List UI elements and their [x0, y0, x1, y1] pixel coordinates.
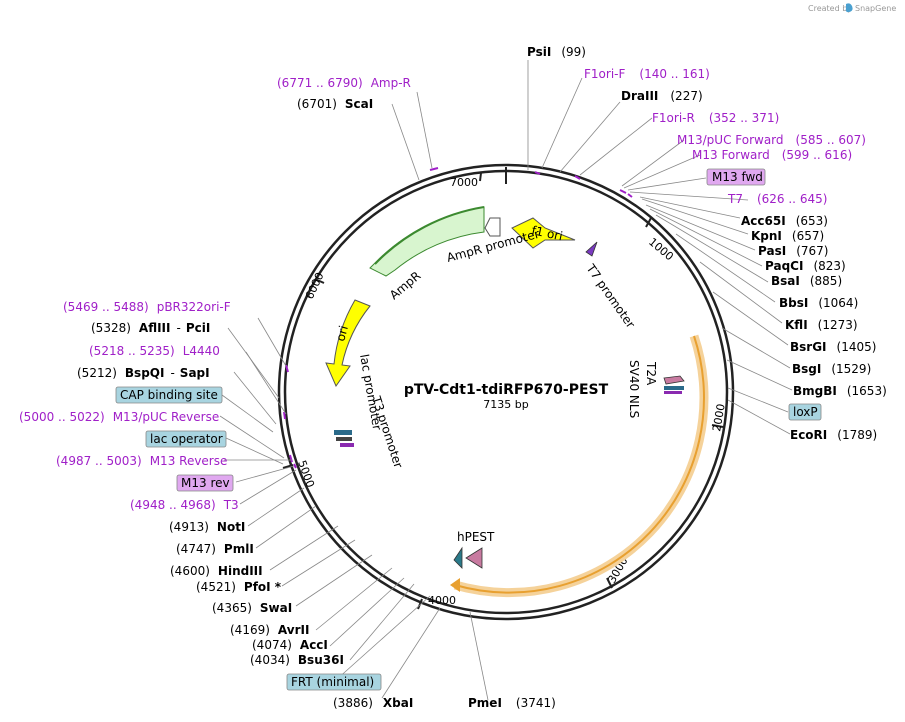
- site-bmgbi: BmgBI(1653): [793, 384, 887, 398]
- site-paqci: PaqCI(823): [765, 259, 846, 273]
- leader-lines: [219, 60, 793, 701]
- site-pmei: PmeI(3741): [468, 696, 556, 710]
- site-scai: (6701)ScaI: [297, 97, 373, 111]
- box-m13-fwd: M13 fwd: [706, 168, 766, 186]
- primer-m13-reverse: (4987 .. 5003)M13 Reverse: [56, 454, 227, 468]
- site-kfli: KflI(1273): [785, 318, 858, 332]
- t7-promoter-label: T7 promoter: [583, 261, 638, 331]
- primer-pbr322ori-f: (5469 .. 5488)pBR322ori-F: [63, 300, 231, 314]
- credit-created-by: Created by: [808, 4, 852, 13]
- t2a-label: T2A: [644, 361, 658, 386]
- box-m13-rev: M13 rev: [176, 474, 234, 492]
- sv40-nls-mark: [664, 386, 684, 390]
- site-pasi: PasI(767): [758, 244, 828, 258]
- site-acci: (4074)AccI: [252, 638, 328, 652]
- t7-promoter-arrow: [585, 241, 598, 257]
- t2a-arrow: [663, 375, 685, 385]
- sv40-nls-mark-2: [664, 391, 682, 394]
- box-cap-binding-site: CAP binding site: [115, 386, 223, 404]
- plasmid-name: pTV-Cdt1-tdiRFP670-PEST: [404, 382, 609, 398]
- svg-text:loxP: loxP: [793, 405, 818, 419]
- primer-f1ori-f: F1ori-F(140 .. 161): [584, 67, 710, 81]
- site-acc65i: Acc65I(653): [741, 214, 828, 228]
- primer-l4440: (5218 .. 5235)L4440: [89, 344, 220, 358]
- hpest-label: hPEST: [457, 530, 495, 544]
- tick-4000: 4000: [428, 594, 456, 607]
- t3-promoter-label: T3 promoter: [369, 394, 406, 470]
- ampr-promoter-arrow: [484, 217, 501, 237]
- tick-marks: [282, 167, 724, 610]
- site-bbsi: BbsI(1064): [779, 296, 858, 310]
- credit-brand: SnapGene: [855, 4, 896, 13]
- f1-ori-label: f1 ori: [530, 223, 564, 243]
- svg-text:CAP binding site: CAP binding site: [120, 388, 218, 402]
- primer-t3: (4948 .. 4968)T3: [130, 498, 239, 512]
- site-ecori: EcoRI(1789): [790, 428, 877, 442]
- lac-promoter-marks: [334, 430, 354, 447]
- site-draiii: DraIII(227): [621, 89, 703, 103]
- tick-2000: 2000: [710, 403, 728, 433]
- primer-m13-puc-forward: M13/pUC Forward(585 .. 607): [677, 133, 866, 147]
- site-kpni: KpnI(657): [751, 229, 824, 243]
- site-bsgi: BsgI(1529): [792, 362, 871, 376]
- tick-7000: 7000: [450, 176, 478, 189]
- site-hindiii: (4600)HindIII: [170, 564, 263, 578]
- primer-m13-forward: M13 Forward(599 .. 616): [692, 148, 852, 162]
- primer-f1ori-r: F1ori-R(352 .. 371): [652, 111, 779, 125]
- plasmid-size: 7135 bp: [483, 398, 528, 411]
- site-bspqi: (5212)BspQI-SapI: [77, 366, 210, 380]
- ori-arrow: [325, 299, 371, 388]
- site-bsu36i: (4034)Bsu36I: [250, 653, 344, 667]
- sv40-nls-label: SV40 NLS: [627, 360, 641, 418]
- site-bsrgi: BsrGI(1405): [790, 340, 876, 354]
- site-swai: (4365)SwaI: [212, 601, 292, 615]
- ampr-arc-line: [374, 206, 485, 265]
- site-psii: PsiI(99): [527, 45, 586, 59]
- backbone-outer: [277, 163, 735, 621]
- primer-amp-r: (6771 .. 6790)Amp-R: [277, 76, 411, 90]
- box-loxp: loxP: [788, 403, 822, 421]
- svg-text:lac operator: lac operator: [150, 432, 223, 446]
- primer-t7: T7(626 .. 645): [727, 192, 827, 206]
- hpest-arrow: [465, 547, 483, 569]
- orf-arc-line: [454, 335, 705, 594]
- site-xbai: (3886)XbaI: [333, 696, 413, 710]
- f1-ori-arrow: [511, 217, 576, 249]
- box-frt-minimal: FRT (minimal): [286, 673, 382, 691]
- site-bsai: BsaI(885): [771, 274, 842, 288]
- orf-arrowhead: [450, 578, 460, 592]
- ampr-label: AmpR: [387, 269, 423, 303]
- ampr-arrow: [369, 206, 485, 277]
- svg-text:M13 rev: M13 rev: [181, 476, 230, 490]
- site-avrii: (4169)AvrII: [230, 623, 309, 637]
- primer-marks: [283, 167, 633, 469]
- box-lac-operator: lac operator: [145, 430, 227, 448]
- svg-text:M13 fwd: M13 fwd: [712, 170, 763, 184]
- site-pmli: (4747)PmlI: [176, 542, 254, 556]
- svg-text:FRT (minimal): FRT (minimal): [291, 675, 374, 689]
- site-pfoi: (4521)PfoI *: [196, 580, 282, 594]
- ori-label: ori: [333, 324, 351, 343]
- site-noti: (4913)NotI: [169, 520, 245, 534]
- snapgene-logo-icon: [845, 3, 853, 13]
- tick-1000: 1000: [646, 235, 676, 263]
- site-afliii: (5328)AflIII-PciI: [91, 321, 210, 335]
- hpest-mark: [453, 546, 463, 569]
- primer-m13-puc-reverse: (5000 .. 5022)M13/pUC Reverse: [19, 410, 219, 424]
